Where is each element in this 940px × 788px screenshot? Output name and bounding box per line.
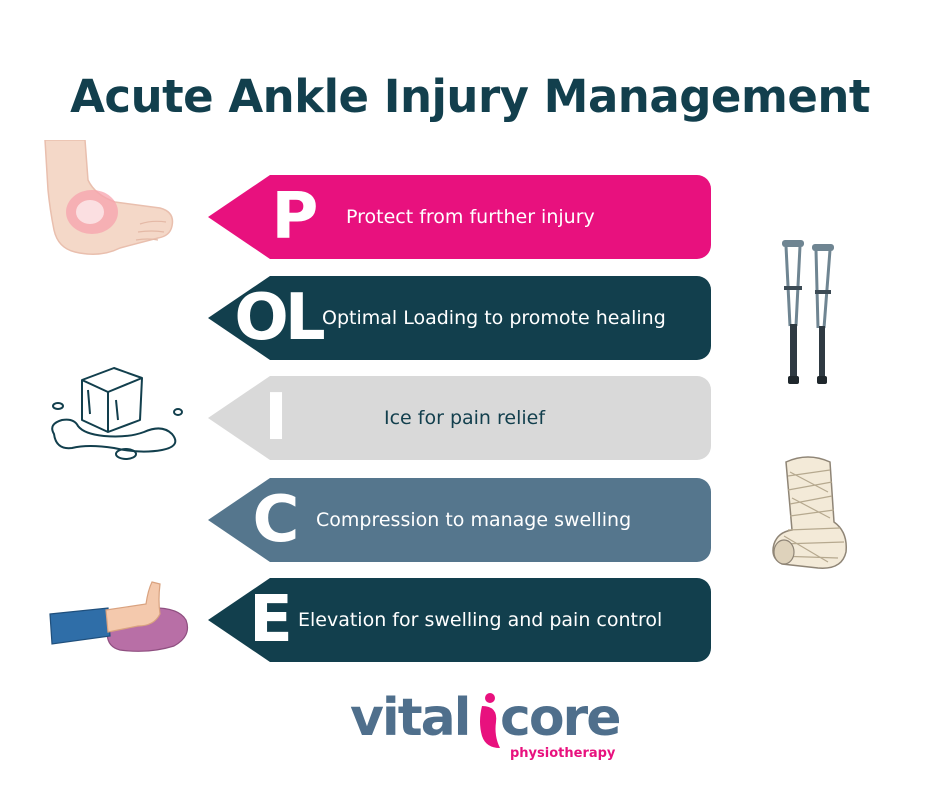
- row-ice-text: Ice for pain relief: [384, 407, 546, 429]
- row-elevation: E Elevation for swelling and pain contro…: [208, 578, 711, 662]
- row-compression-text: Compression to manage swelling: [316, 509, 632, 531]
- row-protect-letter: P: [271, 180, 319, 254]
- row-elevation-letter: E: [249, 583, 293, 657]
- logo-word-left: vital: [350, 688, 471, 748]
- row-ice-bg: [208, 376, 711, 460]
- row-elevation-bg: [208, 578, 711, 662]
- elevated-leg-icon: [49, 581, 189, 652]
- row-protect-text: Protect from further injury: [346, 206, 595, 228]
- row-ice: I Ice for pain relief: [208, 376, 711, 460]
- logo-subtitle: physiotherapy: [510, 746, 616, 761]
- swollen-ankle-icon: [44, 140, 174, 255]
- row-protect: P Protect from further injury: [208, 175, 711, 259]
- row-ice-letter: I: [264, 381, 288, 455]
- bandage-cast-icon: [772, 456, 847, 569]
- vitalcore-logo: vital core physiotherapy: [350, 688, 621, 770]
- logo-figure-icon: [480, 693, 500, 748]
- page-title: Acute Ankle Injury Management: [70, 70, 870, 123]
- row-compression-letter: C: [252, 483, 300, 557]
- crutches-icon: [782, 240, 834, 384]
- row-optimal-loading-bg: [208, 276, 711, 360]
- ice-cube-icon: [51, 367, 183, 460]
- logo-word-right: core: [500, 688, 621, 748]
- row-optimal-loading-text: Optimal Loading to promote healing: [322, 307, 666, 329]
- row-elevation-text: Elevation for swelling and pain control: [298, 609, 663, 631]
- row-compression-bg: [208, 478, 711, 562]
- row-optimal-loading: OL Optimal Loading to promote healing: [208, 276, 711, 360]
- row-compression: C Compression to manage swelling: [208, 478, 711, 562]
- row-optimal-loading-letter: OL: [234, 281, 325, 355]
- row-protect-bg: [208, 175, 711, 259]
